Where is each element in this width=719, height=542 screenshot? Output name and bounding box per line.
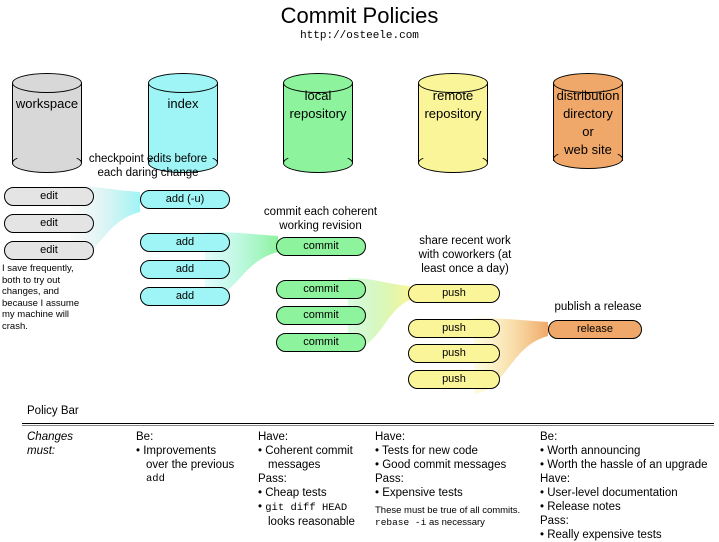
commit-pill: commit (276, 280, 366, 299)
edit-pill: edit (4, 187, 94, 206)
workspace-label: workspace (15, 96, 79, 111)
commit-pill: commit (276, 333, 366, 352)
policy-bar-title: Policy Bar (27, 405, 79, 417)
push-pill: push (408, 284, 500, 303)
release-pill: release (548, 320, 642, 339)
edit-pill: edit (4, 214, 94, 233)
publish-caption: publish a release (554, 301, 642, 313)
add-pill: add (140, 260, 230, 279)
policy-local-column: Have: Coherent commit messages Pass: Che… (258, 430, 373, 529)
add-u-pill: add (-u) (140, 190, 230, 209)
add-pill: add (140, 233, 230, 252)
edit-pill: edit (4, 241, 94, 260)
commit-pill: commit (276, 306, 366, 325)
index-label: index (167, 96, 199, 111)
policy-distribution-column: Be: Worth announcing Worth the hassle of… (540, 430, 718, 542)
policy-remote-column: Have: Tests for new code Good commit mes… (375, 430, 535, 528)
page-title: Commit Policies (280, 3, 439, 28)
workspace-store: workspace (12, 73, 82, 173)
commit-pill: commit (276, 237, 366, 256)
author-url: http://osteele.com (300, 30, 419, 42)
push-pill: push (408, 319, 500, 338)
push-pill: push (408, 370, 500, 389)
flow-commit-to-push (348, 278, 410, 352)
push-pill: push (408, 344, 500, 363)
add-pill: add (140, 287, 230, 306)
policy-index-column: Be: Improvements over the previous add (136, 430, 256, 486)
policy-bar-divider-shadow (22, 425, 714, 426)
policy-bar-divider (22, 423, 714, 424)
index-store: index (148, 73, 218, 173)
